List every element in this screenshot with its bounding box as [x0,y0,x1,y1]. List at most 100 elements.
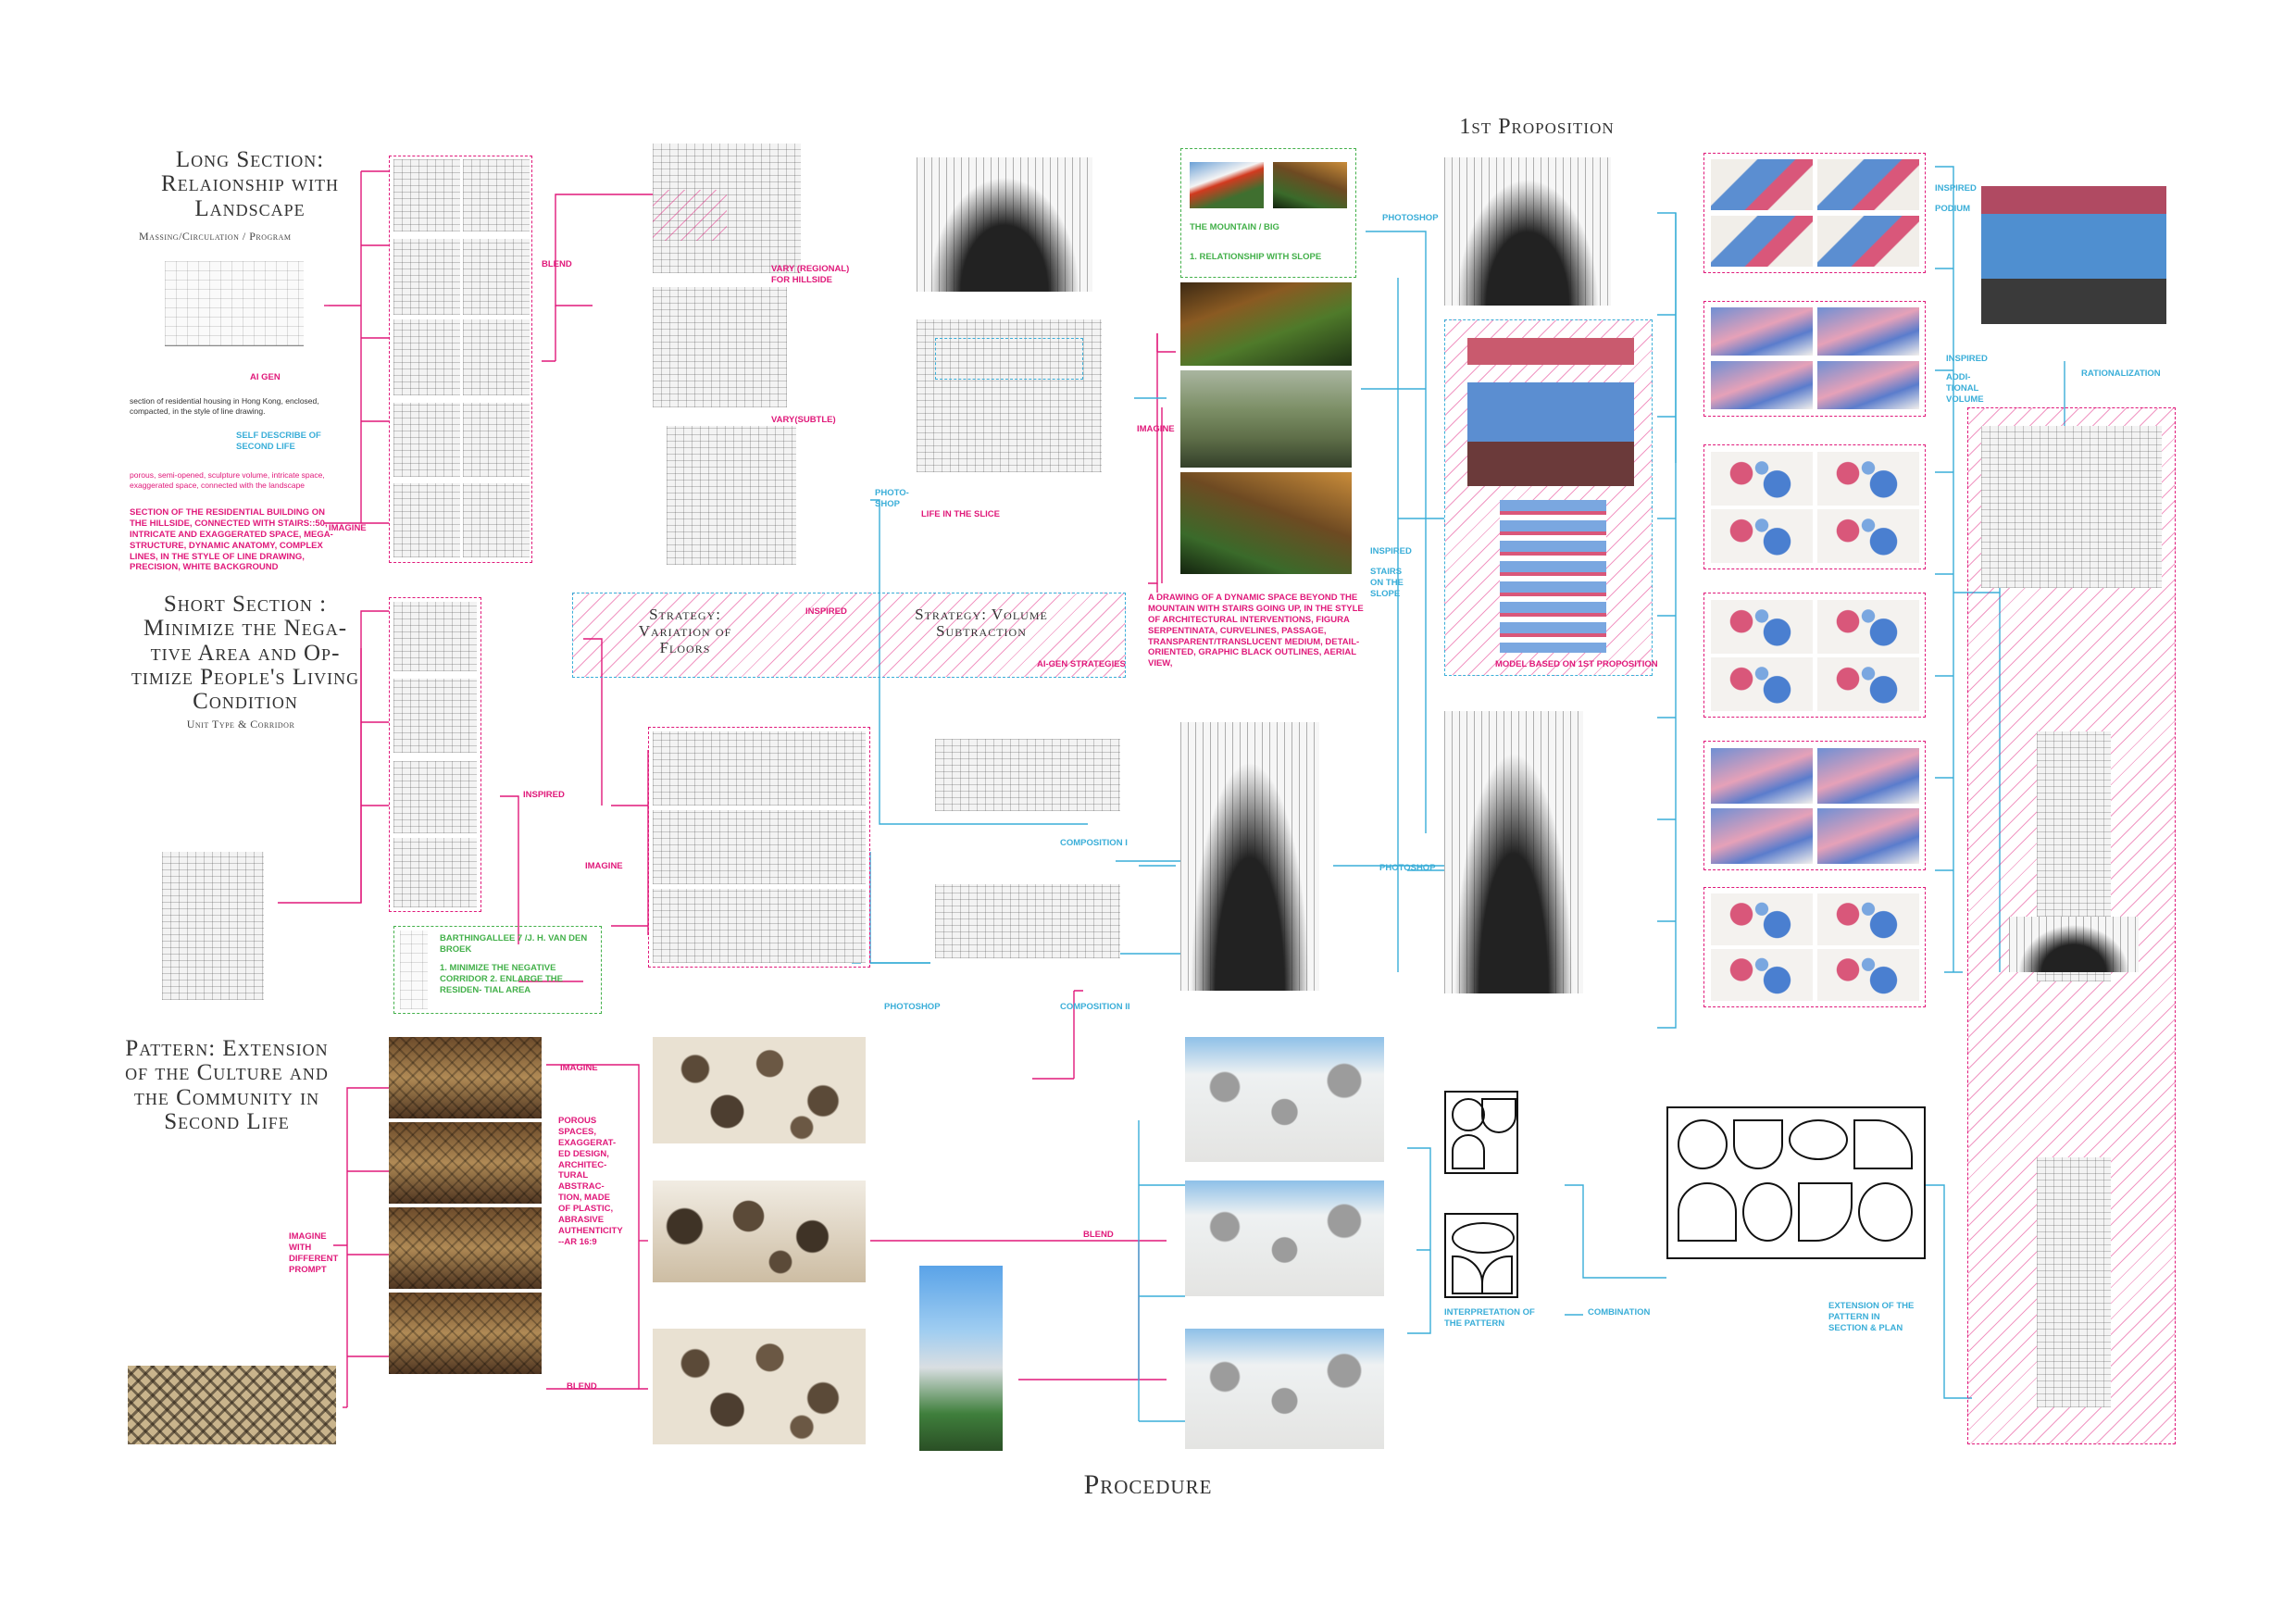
variation-model-7[interactable] [1711,657,1813,711]
pattern-combination[interactable] [1666,1106,1926,1259]
pattern-photo-3[interactable] [389,1207,542,1289]
mountain-photo-2[interactable] [1273,162,1347,208]
minimize-corridor-label: 1. MINIMIZE THE NEGATIVE CORRIDOR 2. ENL… [440,963,564,995]
first-proposition-drawing[interactable] [1444,157,1611,306]
interpretation-label: INTERPRETATION OF THE PATTERN [1444,1307,1535,1329]
variation-model-11[interactable] [1711,808,1813,864]
long-section-thumb-4[interactable] [463,239,530,315]
variation-model-3[interactable] [1711,509,1813,563]
ai-gen-strategies-frame [572,593,1126,678]
pattern-interpretation-1[interactable] [1444,1091,1518,1174]
model-variation-frame-5 [1703,741,1926,870]
porous-result-1[interactable] [653,1037,866,1143]
imagine-short-label: IMAGINE [585,861,623,871]
variation-model-6[interactable] [1817,600,1919,654]
variation-model-1[interactable] [1711,452,1813,506]
podium-model-1[interactable] [1711,159,1813,210]
model-variation-frame-3 [1703,444,1926,569]
inspired-short-label: INSPIRED [523,790,565,800]
variation-model-8[interactable] [1817,657,1919,711]
variation-model-10[interactable] [1817,748,1919,804]
long-section-thumb-6[interactable] [463,319,530,395]
stairs-slope-label: STAIRS ON THE SLOPE [1370,567,1404,599]
pattern-photo-4[interactable] [389,1293,542,1374]
variation-model-12[interactable] [1817,808,1919,864]
strategy-volume: Strategy: Volume Subtraction [915,606,1048,640]
imagine-short-row-1[interactable] [653,731,866,806]
additional-model-3[interactable] [1711,361,1813,409]
life-in-slice-section[interactable] [917,319,1102,472]
long-section-heading: Long Section: Relaionship with Landscape [161,147,339,221]
facade-photo-1[interactable] [1185,1037,1384,1162]
model-variation-frame-6 [1703,887,1926,1007]
vary-result-section-3[interactable] [667,426,796,565]
composition-1-drawing[interactable] [935,739,1120,811]
additional-model-4[interactable] [1817,361,1919,409]
model-render-2[interactable] [1500,500,1606,653]
pattern-photo-2[interactable] [389,1122,542,1204]
vary-regional-label: VARY (REGIONAL) FOR HILLSIDE [771,264,850,285]
photoshop-section-1[interactable] [917,157,1092,292]
porous-result-3[interactable] [653,1329,866,1444]
variation-model-5[interactable] [1711,600,1813,654]
long-section-thumb-1[interactable] [393,159,460,231]
podium-model-2[interactable] [1817,159,1919,210]
short-section-thumb-2[interactable] [393,679,477,753]
life-in-slice-label: LIFE IN THE SLICE [921,509,1000,519]
barthingallee-frame [393,926,602,1014]
variation-model-4[interactable] [1817,509,1919,563]
additional-model-1[interactable] [1711,307,1813,356]
long-section-thumb-9[interactable] [393,483,460,557]
pattern-photo-1[interactable] [389,1037,542,1118]
variation-model-15[interactable] [1711,949,1813,1001]
hong-kong-housing-photo[interactable] [919,1266,1003,1451]
pattern-interpretation-2[interactable] [1444,1213,1518,1298]
short-section-thumb-3[interactable] [393,761,477,833]
massing-section-diagram [165,261,304,346]
short-section-thumb-4[interactable] [393,838,477,907]
extension-pattern-label: EXTENSION OF THE PATTERN IN SECTION & PL… [1828,1301,1915,1333]
long-section-thumb-10[interactable] [463,483,530,557]
blend-result-section-1[interactable] [653,144,801,273]
additional-volume-label: ADDI- TIONAL VOLUME [1946,372,1984,405]
dynamic-space-photo-2[interactable] [1180,370,1352,468]
long-section-thumb-2[interactable] [463,159,530,231]
model-render-1[interactable] [1467,338,1634,486]
additional-model-2[interactable] [1817,307,1919,356]
short-section-subtitle: Unit Type & Corridor [186,718,295,731]
inspired-stairs-label: INSPIRED [1370,546,1412,556]
imagine-mid-label: IMAGINE [1137,424,1175,434]
photoshop-mid-label: PHOTOSHOP [1379,863,1436,873]
variation-model-13[interactable] [1711,893,1813,945]
composition-2-drawing[interactable] [935,884,1120,958]
variation-model-16[interactable] [1817,949,1919,1001]
rationalized-model[interactable] [1981,162,2166,324]
final-section-lower[interactable] [2037,1157,2111,1407]
long-section-thumb-8[interactable] [463,403,530,477]
barthingallee-plan [400,931,428,1009]
podium-model-3[interactable] [1711,216,1813,267]
variation-model-9[interactable] [1711,748,1813,804]
facade-photo-3[interactable] [1185,1329,1384,1449]
composition-tower-drawing[interactable] [1180,722,1319,991]
mountain-photo-1[interactable] [1190,162,1264,208]
dynamic-space-photo-1[interactable] [1180,282,1352,366]
variation-model-2[interactable] [1817,452,1919,506]
long-section-thumb-7[interactable] [393,403,460,477]
short-section-thumb-1[interactable] [393,602,477,671]
strategy-floors: Strategy: Variation of Floors [638,606,732,656]
combination-label: COMBINATION [1588,1307,1651,1318]
photoshop-tower-drawing[interactable] [1444,711,1583,993]
long-section-thumb-5[interactable] [393,319,460,395]
porous-result-2[interactable] [653,1181,866,1282]
imagine-short-row-3[interactable] [653,889,866,963]
facade-photo-2[interactable] [1185,1181,1384,1296]
final-section-top[interactable] [1981,426,2162,588]
pattern-heading: Pattern: Extension of the Culture and th… [125,1036,329,1134]
dynamic-space-photo-3[interactable] [1180,472,1352,574]
podium-model-4[interactable] [1817,216,1919,267]
variation-model-14[interactable] [1817,893,1919,945]
vary-result-section-2[interactable] [653,287,787,407]
imagine-short-row-2[interactable] [653,810,866,884]
long-section-thumb-3[interactable] [393,239,460,315]
